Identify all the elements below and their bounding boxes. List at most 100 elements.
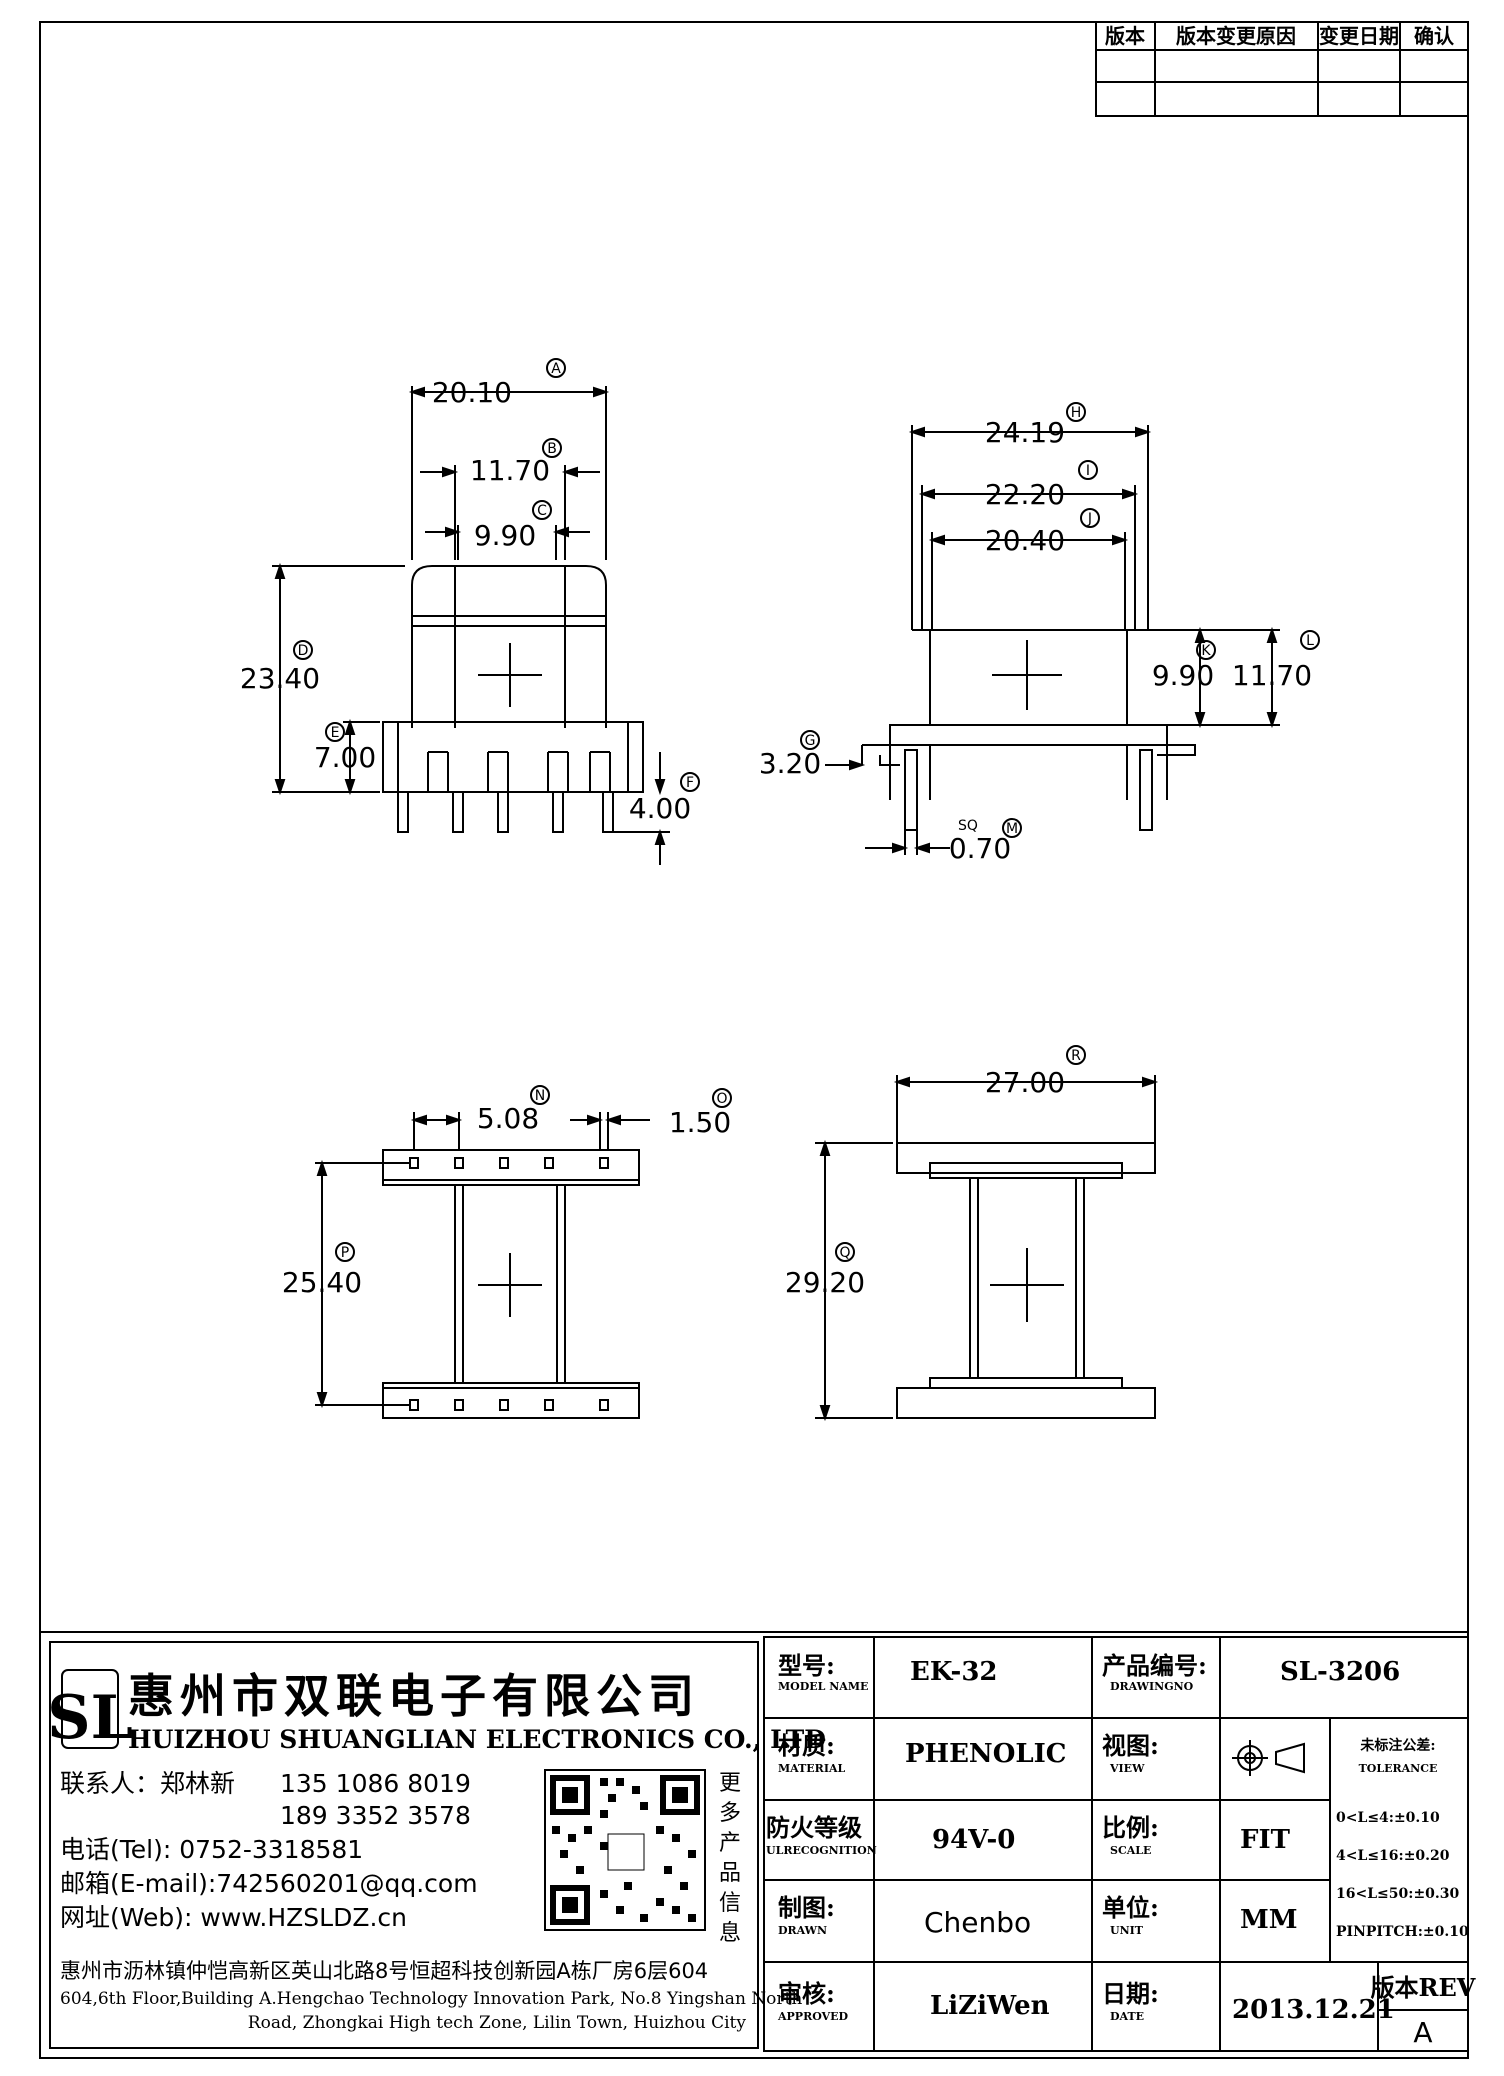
company-block: SL 惠州市双联电子有限公司 HUIZHOU SHUANGLIAN ELECTR… (40, 1631, 1468, 2049)
tag-r: R (1071, 1048, 1081, 1064)
revision-label: 版本REV (1371, 1973, 1476, 2002)
tolerance-row-1: 0<L≤4:±0.10 (1336, 1810, 1440, 1826)
model-value: EK-32 (910, 1657, 998, 1687)
contact-phone-2: 189 3352 3578 (280, 1801, 471, 1830)
material-value: PHENOLIC (905, 1739, 1066, 1769)
tolerance-row-2: 4<L≤16:±0.20 (1336, 1848, 1450, 1864)
bottom-view (315, 1112, 650, 1419)
drawn-value: Chenbo (924, 1906, 1031, 1939)
company-name-cn: 惠州市双联电子有限公司 (128, 1669, 700, 1723)
approved-value: LiZiWen (930, 1991, 1050, 2021)
revision-value: A (1413, 2016, 1432, 2049)
address-cn: 惠州市沥林镇仲恺高新区英山北路8号恒超科技创新园A栋厂房6层604 (60, 1959, 708, 1983)
fire-rating-label: 防火等级 (766, 1813, 862, 1842)
tag-c: C (537, 503, 547, 519)
model-label: 型号: (778, 1651, 835, 1680)
more-info-char-4: 品 (719, 1861, 741, 1886)
contact-phone-1: 135 1086 8019 (280, 1769, 471, 1798)
model-sub: MODEL NAME (778, 1680, 868, 1693)
tolerance-sub: TOLERANCE (1359, 1762, 1438, 1775)
material-sub: MATERIAL (778, 1762, 846, 1775)
product-no-value: SL-3206 (1280, 1657, 1400, 1687)
tolerance-row-4: PINPITCH:±0.10 (1336, 1924, 1469, 1940)
dim-k-value: 9.90 (1152, 659, 1214, 692)
tag-j: J (1087, 511, 1092, 527)
tag-a: A (551, 361, 561, 377)
dim-f-value: 4.00 (629, 792, 691, 825)
sq-label: SQ (958, 818, 978, 834)
scale-sub: SCALE (1110, 1844, 1151, 1857)
address-en-line-2: Road, Zhongkai High tech Zone, Lilin Tow… (248, 2013, 747, 2033)
contact-email: 邮箱(E-mail):742560201@qq.com (60, 1869, 478, 1898)
date-sub: DATE (1110, 2010, 1144, 2023)
tag-d: D (298, 643, 309, 659)
fire-rating-sub: ULRECOGNITION (766, 1844, 877, 1857)
revision-table: 版本 版本变更原因 变更日期 确认 (1095, 21, 1469, 117)
qr-code (544, 1769, 706, 1931)
more-info-char-5: 信 (719, 1891, 741, 1916)
dim-q-value: 29.20 (785, 1266, 865, 1299)
view-sub: VIEW (1109, 1762, 1145, 1775)
third-angle-projection-icon (1232, 1740, 1305, 1776)
scale-value: FIT (1240, 1825, 1291, 1855)
tag-h: H (1071, 405, 1082, 421)
dim-c-value: 9.90 (474, 519, 536, 552)
rev-header-date: 变更日期 (1319, 24, 1399, 48)
front-view (272, 386, 670, 865)
dim-m-value: 0.70 (949, 832, 1011, 865)
dim-p-value: 25.40 (282, 1266, 362, 1299)
drawn-label: 制图: (778, 1893, 835, 1922)
unit-label: 单位: (1102, 1893, 1159, 1922)
tag-i: I (1086, 463, 1090, 479)
product-no-sub: DRAWINGNO (1110, 1680, 1194, 1693)
tag-f: F (686, 775, 694, 791)
dim-d-value: 23.40 (240, 662, 320, 695)
dim-l-value: 11.70 (1232, 659, 1312, 692)
tag-o: O (716, 1091, 727, 1107)
material-label: 材质: (778, 1731, 835, 1760)
tag-b: B (547, 441, 557, 457)
drawn-sub: DRAWN (778, 1924, 827, 1937)
approved-label: 审核: (778, 1979, 835, 2008)
date-value: 2013.12.21 (1232, 1995, 1395, 2025)
tolerance-row-3: 16<L≤50:±0.30 (1336, 1886, 1460, 1902)
scale-label: 比例: (1102, 1813, 1159, 1842)
dim-a-value: 20.10 (432, 376, 512, 409)
contact-web: 网址(Web): www.HZSLDZ.cn (60, 1903, 407, 1932)
dim-o-value: 1.50 (669, 1106, 731, 1139)
date-label: 日期: (1102, 1979, 1159, 2008)
rev-header-confirm: 确认 (1414, 24, 1455, 48)
tolerance-label: 未标注公差: (1360, 1737, 1435, 1754)
contact-tel: 电话(Tel): 0752-3318581 (60, 1835, 363, 1864)
fire-rating-value: 94V-0 (932, 1825, 1015, 1855)
contact-person: 联系人：郑林新 (60, 1769, 235, 1798)
more-info-char-3: 产 (719, 1831, 741, 1856)
tag-e: E (331, 725, 340, 741)
more-info-char-6: 息 (719, 1921, 741, 1946)
tag-k: K (1201, 643, 1211, 659)
dim-n-value: 5.08 (477, 1102, 539, 1135)
company-logo: SL (47, 1683, 133, 1753)
unit-value: MM (1240, 1905, 1298, 1935)
tag-m: M (1006, 821, 1018, 837)
dim-r-value: 27.00 (985, 1066, 1065, 1099)
dim-b-value: 11.70 (470, 454, 550, 487)
approved-sub: APPROVED (777, 2010, 849, 2023)
title-block (763, 1636, 1469, 2052)
sheet-border (39, 21, 1469, 2059)
more-info-char-1: 更 (719, 1771, 741, 1796)
unit-sub: UNIT (1110, 1924, 1144, 1937)
company-name-en: HUIZHOU SHUANGLIAN ELECTRONICS CO., LTD (128, 1725, 826, 1754)
tag-q: Q (839, 1245, 850, 1261)
dim-j-value: 20.40 (985, 524, 1065, 557)
tag-n: N (535, 1088, 545, 1104)
tag-l: L (1306, 633, 1314, 649)
more-info-char-2: 多 (719, 1801, 741, 1826)
product-no-label: 产品编号: (1102, 1651, 1207, 1680)
dim-g-value: 3.20 (759, 747, 821, 780)
rev-header-reason: 版本变更原因 (1176, 24, 1296, 48)
address-en-line-1: 604,6th Floor,Building A.Hengchao Techno… (60, 1989, 802, 2009)
side-view (825, 425, 1280, 855)
view-label: 视图: (1102, 1731, 1159, 1760)
